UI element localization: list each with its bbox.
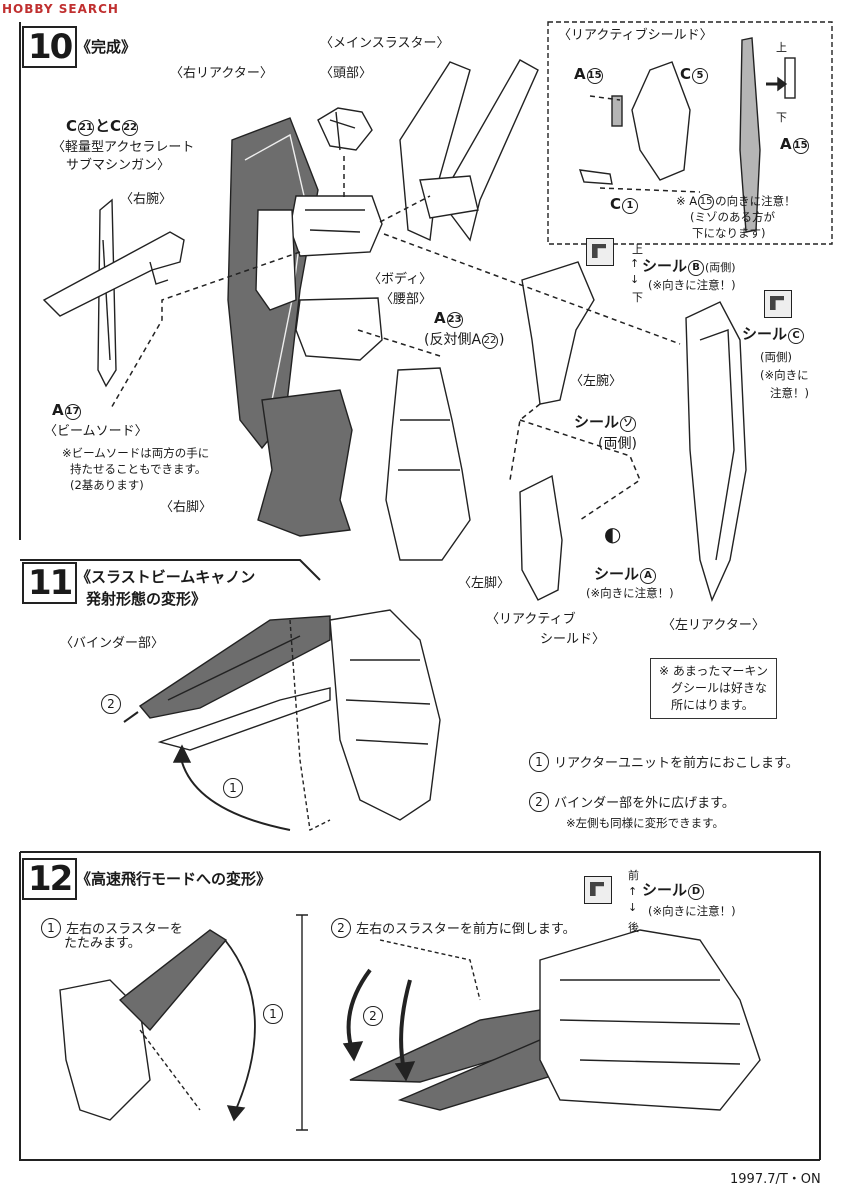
seal-c-note2: 注意！) — [770, 386, 809, 400]
extra-seal-note: ※ あまったマーキン グシールは好きな 所にはります。 — [650, 658, 778, 719]
step-10-title: 《完成》 — [76, 38, 137, 56]
label-right-arm: 〈右腕〉 — [120, 192, 173, 207]
label-right-reactor: 〈右リアクター〉 — [170, 66, 273, 81]
label-head: 〈頭部〉 — [320, 66, 373, 81]
label-right-leg: 〈右脚〉 — [160, 500, 213, 515]
label-waist: 〈腰部〉 — [380, 292, 433, 307]
seal-d-arrow-icon: ↑↓ — [628, 885, 638, 914]
inset-note2: (ミゾのある方が — [690, 210, 775, 224]
step-12-number: 12 — [22, 858, 78, 900]
smg-drawing — [42, 231, 185, 317]
step11-marker-2: 2 — [100, 694, 122, 714]
label-smg-line1: 〈軽量型アクセラレート — [52, 140, 195, 155]
inset-down: 下 — [776, 111, 787, 124]
waist-drawing — [295, 297, 383, 361]
step-10-number: 10 — [22, 26, 78, 68]
footer-code: 1997.7/T・ON — [730, 1172, 821, 1187]
step12-instr2: 2 左右のスラスターを前方に倒します。 — [330, 918, 576, 938]
seal-d-note: (※向きに注意！) — [648, 904, 736, 918]
step12-marker-2: 2 — [362, 1006, 384, 1026]
label-binder: 〈バインダー部〉 — [60, 636, 165, 651]
step11-instr2: 2 バインダー部を外に広げます。 — [528, 792, 735, 812]
step12-back: 後 — [628, 921, 639, 934]
inset-dash-frame — [547, 21, 833, 245]
seal-d-icon — [584, 876, 612, 904]
right-arm-drawing — [255, 209, 297, 311]
step12-instr1-line2: たたみます。 — [64, 936, 141, 951]
beam-note-3: (2基あります) — [70, 478, 144, 492]
torso-drawing — [289, 195, 383, 257]
left-arm-drawing — [521, 261, 595, 405]
step-11-number: 11 — [22, 562, 78, 604]
label-body: 〈ボディ〉 — [368, 272, 433, 287]
seal-a-note: (※向きに注意！) — [586, 586, 674, 600]
seal-c-note1: (※向きに — [760, 368, 809, 382]
seal-b-note: (※向きに注意！) — [648, 278, 736, 292]
inset-shield-drawing — [631, 61, 691, 181]
step11-marker-1: 1 — [222, 778, 244, 798]
seal-b-down: 下 — [632, 291, 643, 304]
label-beam-sword: 〈ビームソード〉 — [44, 424, 148, 439]
inset-note3: 下になります) — [692, 226, 766, 240]
seal-b-up: 上 — [632, 243, 643, 256]
step12-marker-1: 1 — [262, 1004, 284, 1024]
label-reactive-shield-inset: 〈リアクティブシールド〉 — [558, 28, 713, 43]
beam-note-2: 持たせることもできます。 — [70, 462, 207, 476]
step12-instr1: 1 左右のスラスターを — [40, 918, 183, 938]
seal-a-shape-icon: ◐ — [604, 522, 622, 546]
step-11-title-line2: 発射形態の変形》 — [86, 590, 207, 608]
mech-step11-drawing — [329, 609, 441, 821]
left-reactor-drawing — [685, 301, 747, 602]
step12-front: 前 — [628, 869, 639, 882]
label-left-leg: 〈左脚〉 — [458, 576, 511, 591]
step11-instr1: 1 リアクターユニットを前方におこします。 — [528, 752, 799, 772]
label-left-arm: 〈左腕〉 — [570, 374, 623, 389]
seal-c-both: (両側) — [760, 350, 792, 364]
mech-step12-small-drawing — [59, 979, 151, 1121]
seal-b-arrow-icon: ↑↓ — [630, 257, 640, 286]
label-smg-line2: サブマシンガン〉 — [66, 158, 171, 173]
label-main-thruster: 〈メインスラスター〉 — [320, 36, 450, 51]
label-reactive-shield-1: 〈リアクティブ — [486, 612, 576, 627]
step-11-title-line1: 《スラストビームキャノン — [76, 568, 256, 586]
inset-up: 上 — [776, 41, 787, 54]
seal-so-both: (両側) — [598, 436, 637, 452]
watermark-logo: HOBBY SEARCH — [2, 2, 119, 16]
seal-b-icon — [586, 238, 614, 266]
label-left-reactor: 〈左リアクター〉 — [662, 618, 765, 633]
beam-note-1: ※ビームソードは両方の手に — [62, 446, 210, 460]
head-drawing — [317, 107, 373, 151]
right-leg-drawing — [257, 389, 353, 537]
label-seal-so: シールソ — [574, 414, 637, 432]
step-12-title: 《高速飛行モードへの変形》 — [76, 870, 272, 888]
reactive-shield-drawing — [519, 474, 563, 601]
step11-instr-note: ※左側も同様に変形できます。 — [566, 816, 724, 830]
label-reactive-shield-2: シールド〉 — [540, 632, 606, 647]
seal-c-icon — [764, 290, 792, 318]
left-leg-drawing — [385, 367, 471, 561]
